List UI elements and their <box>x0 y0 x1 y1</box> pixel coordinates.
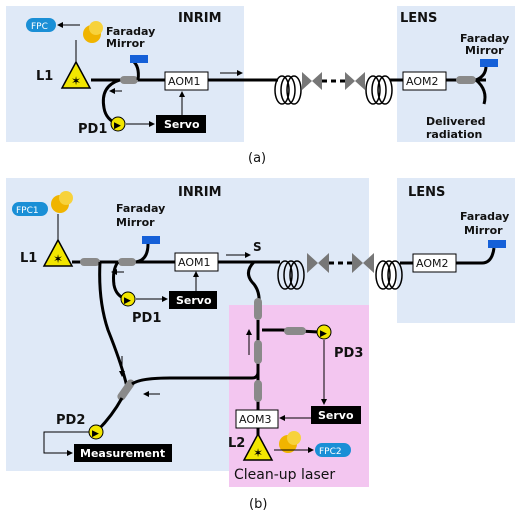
fiber-loop-bottom <box>131 371 260 386</box>
faraday-mirror-icon-a <box>130 55 148 63</box>
aom2-label-b: AOM2 <box>416 257 448 270</box>
measurement-box <box>74 444 172 462</box>
pd1-label-a: PD1 <box>78 122 107 137</box>
fpc-label: FPC <box>31 22 48 32</box>
s-label: S <box>253 240 262 254</box>
pd3-label: PD3 <box>334 346 363 361</box>
aom1-label-b: AOM1 <box>178 256 210 269</box>
fpc2-label: FPC2 <box>319 447 342 457</box>
svg-text:✶: ✶ <box>71 74 81 88</box>
lens-faraday-label-a2: Mirror <box>465 44 504 57</box>
aom2-label-a: AOM2 <box>406 75 438 88</box>
pd1-label-b: PD1 <box>132 311 161 326</box>
faraday-rotator-icon-b1 <box>51 191 73 213</box>
servo-label-a: Servo <box>164 118 200 131</box>
fiber-delivered-a <box>475 78 487 105</box>
svg-text:▶: ▶ <box>320 329 327 339</box>
photodiode-icon-pd1-b: ▶ <box>120 291 136 307</box>
coupler-pd3 <box>284 327 306 335</box>
servo-box-b1 <box>169 291 217 309</box>
fpc1-label: FPC1 <box>16 206 39 216</box>
fiber-spool-right-a <box>365 75 393 105</box>
servo-label-b1: Servo <box>176 294 212 307</box>
coupler-cleanup-top <box>254 298 262 320</box>
cleanup-laser-label: Clean-up laser <box>234 467 335 483</box>
laser-label-l2: L2 <box>228 436 245 451</box>
lens-title-a: LENS <box>400 11 437 26</box>
coupler-lens-a <box>456 76 476 84</box>
lens-faraday-label-a: Faraday <box>460 32 509 45</box>
photodiode-icon-pd3: ▶ <box>316 324 332 340</box>
servo-label-b2: Servo <box>318 409 354 422</box>
amplifier-left-b <box>307 253 329 273</box>
faraday-mirror-label-a: Faraday <box>106 25 155 38</box>
servo-box-a <box>156 115 206 133</box>
laser-icon-l1-b: ✶ <box>42 238 74 267</box>
measurement-label: Measurement <box>80 447 165 460</box>
lens-region-b <box>397 178 515 323</box>
laser-icon-l2: ✶ <box>242 432 274 461</box>
caption-a: (a) <box>248 151 266 166</box>
lens-title-b: LENS <box>408 185 445 200</box>
fiber-spool-left-b <box>277 260 305 290</box>
fiber-to-pd3 <box>262 328 319 334</box>
panel-a: INRIM LENS FPC Faraday Mirror ✶ L1 <box>6 6 515 166</box>
lens-faraday-label-b: Faraday <box>460 210 509 223</box>
coupler-measure <box>117 379 135 401</box>
faraday-mirror-icon-b <box>142 236 160 244</box>
laser-label-l1-b: L1 <box>20 251 37 266</box>
faraday-rotator-icon-b2 <box>279 431 301 453</box>
svg-text:▶: ▶ <box>114 121 121 131</box>
faraday-mirror-label-b2: Mirror <box>116 216 155 229</box>
faraday-rotator-icon <box>83 21 103 43</box>
amplifier-right-b <box>352 253 374 273</box>
fiber-to-mirror-b <box>135 243 150 264</box>
fiber-loop-left <box>98 261 130 393</box>
amplifier-left-a <box>302 72 322 90</box>
aom1-box-a <box>164 71 209 91</box>
faraday-mirror-icon-lens-a <box>480 59 498 67</box>
svg-text:▶: ▶ <box>92 429 99 439</box>
amplifier-right-a <box>345 72 365 90</box>
coupler-b2 <box>118 258 136 266</box>
faraday-mirror-icon-lens-b <box>488 240 506 248</box>
faraday-mirror-label-a2: Mirror <box>106 37 145 50</box>
fpc2-icon: FPC2 <box>315 443 351 457</box>
lens-faraday-label-b2: Mirror <box>464 224 503 237</box>
svg-text:▶: ▶ <box>124 296 131 306</box>
pd2-to-measurement <box>43 431 89 456</box>
caption-b: (b) <box>249 497 267 512</box>
coupler-a <box>120 76 138 84</box>
servo-box-b2 <box>311 406 361 424</box>
fiber-aom2-out-b <box>456 247 496 265</box>
fiber-spool-right-b <box>375 260 403 290</box>
delivered-label-1: Delivered <box>426 115 486 128</box>
laser-icon-l1: ✶ <box>60 60 92 89</box>
fiber-spool-left-a <box>274 75 302 105</box>
photodiode-icon-pd1-a: ▶ <box>110 116 126 132</box>
delivered-label-2: radiation <box>426 128 482 141</box>
aom3-label: AOM3 <box>239 413 271 426</box>
photodiode-icon-pd2: ▶ <box>88 424 104 440</box>
fpc1-icon: FPC1 <box>12 202 48 216</box>
fiber-to-pd1-b <box>112 261 127 301</box>
faraday-mirror-label-b: Faraday <box>116 202 165 215</box>
svg-text:✶: ✶ <box>253 446 263 460</box>
coupler-b1 <box>80 258 100 266</box>
coupler-cleanup-low <box>254 380 262 402</box>
coupler-cleanup-mid <box>254 340 262 364</box>
inrim-title-a: INRIM <box>178 11 222 26</box>
svg-text:✶: ✶ <box>53 252 63 266</box>
panel-b: INRIM LENS FPC1 Faraday Mirror ✶ L1 <box>6 178 515 512</box>
aom1-label-a: AOM1 <box>168 75 200 88</box>
pd2-label: PD2 <box>56 413 85 428</box>
fpc-icon: FPC <box>26 18 56 32</box>
inrim-title-b: INRIM <box>178 185 222 200</box>
laser-label-l1-a: L1 <box>36 69 53 84</box>
fiber-to-lens-mirror-a <box>475 65 488 82</box>
